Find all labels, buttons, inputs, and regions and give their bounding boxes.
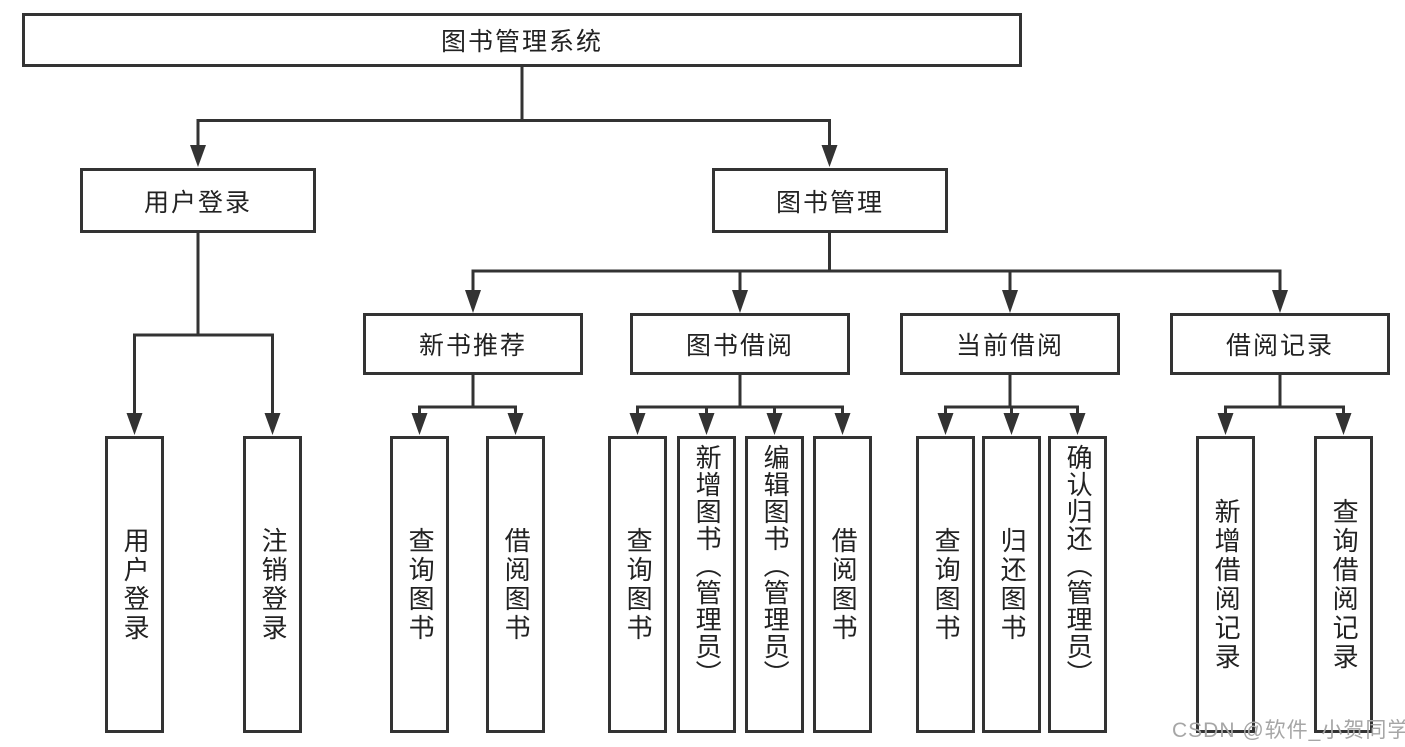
- node-label: 图书借阅: [685, 332, 794, 360]
- leaf-current-query-books: 查询图书: [916, 436, 975, 733]
- leaf-current-confirm-return-admin: 确认归还（管理员）: [1048, 436, 1107, 733]
- leaf-recommend-borrow-books: 借阅图书: [486, 436, 545, 733]
- leaf-borrow-add-books-admin: 新增图书（管理员）: [677, 436, 736, 733]
- node-user-login: 用户登录: [80, 168, 316, 233]
- csdn-watermark: CSDN @软件_小贺同学: [1172, 719, 1405, 742]
- leaf-label: 查询借阅记录: [1329, 497, 1360, 672]
- leaf-borrow-borrow-books: 借阅图书: [813, 436, 872, 733]
- node-label: 图书管理: [775, 188, 884, 217]
- node-label: 图书管理系统: [440, 28, 603, 56]
- leaf-label: 新增借阅记录: [1211, 497, 1242, 672]
- leaf-label: 查询图书: [931, 526, 962, 643]
- leaf-borrow-edit-books-admin: 编辑图书（管理员）: [745, 436, 804, 733]
- node-library-management-system: 图书管理系统: [22, 13, 1022, 67]
- leaf-label: 归还图书: [997, 526, 1028, 643]
- leaf-label: 确认归还（管理员）: [1063, 444, 1094, 687]
- leaf-label: 新增图书（管理员）: [692, 444, 723, 687]
- node-label: 借阅记录: [1225, 332, 1334, 360]
- leaf-label: 查询图书: [623, 526, 654, 643]
- node-current-borrowing: 当前借阅: [900, 313, 1120, 375]
- leaf-user-login: 用户登录: [105, 436, 164, 733]
- leaf-label: 编辑图书（管理员）: [760, 444, 791, 687]
- node-label: 当前借阅: [955, 332, 1064, 360]
- leaf-label: 借阅图书: [501, 526, 532, 643]
- leaf-logout: 注销登录: [243, 436, 302, 733]
- leaf-recommend-query-books: 查询图书: [390, 436, 449, 733]
- leaf-label: 查询图书: [405, 526, 436, 643]
- node-new-book-recommend: 新书推荐: [363, 313, 583, 375]
- node-borrowing-records: 借阅记录: [1170, 313, 1390, 375]
- leaf-borrow-query-books: 查询图书: [608, 436, 667, 733]
- leaf-label: 用户登录: [120, 526, 151, 643]
- leaf-label: 注销登录: [258, 526, 289, 643]
- node-book-borrowing: 图书借阅: [630, 313, 850, 375]
- leaf-records-add-record: 新增借阅记录: [1196, 436, 1255, 733]
- node-label: 用户登录: [143, 188, 252, 217]
- node-label: 新书推荐: [418, 332, 527, 360]
- leaf-records-query-record: 查询借阅记录: [1314, 436, 1373, 733]
- leaf-current-return-books: 归还图书: [982, 436, 1041, 733]
- node-book-management: 图书管理: [712, 168, 948, 233]
- leaf-label: 借阅图书: [828, 526, 859, 643]
